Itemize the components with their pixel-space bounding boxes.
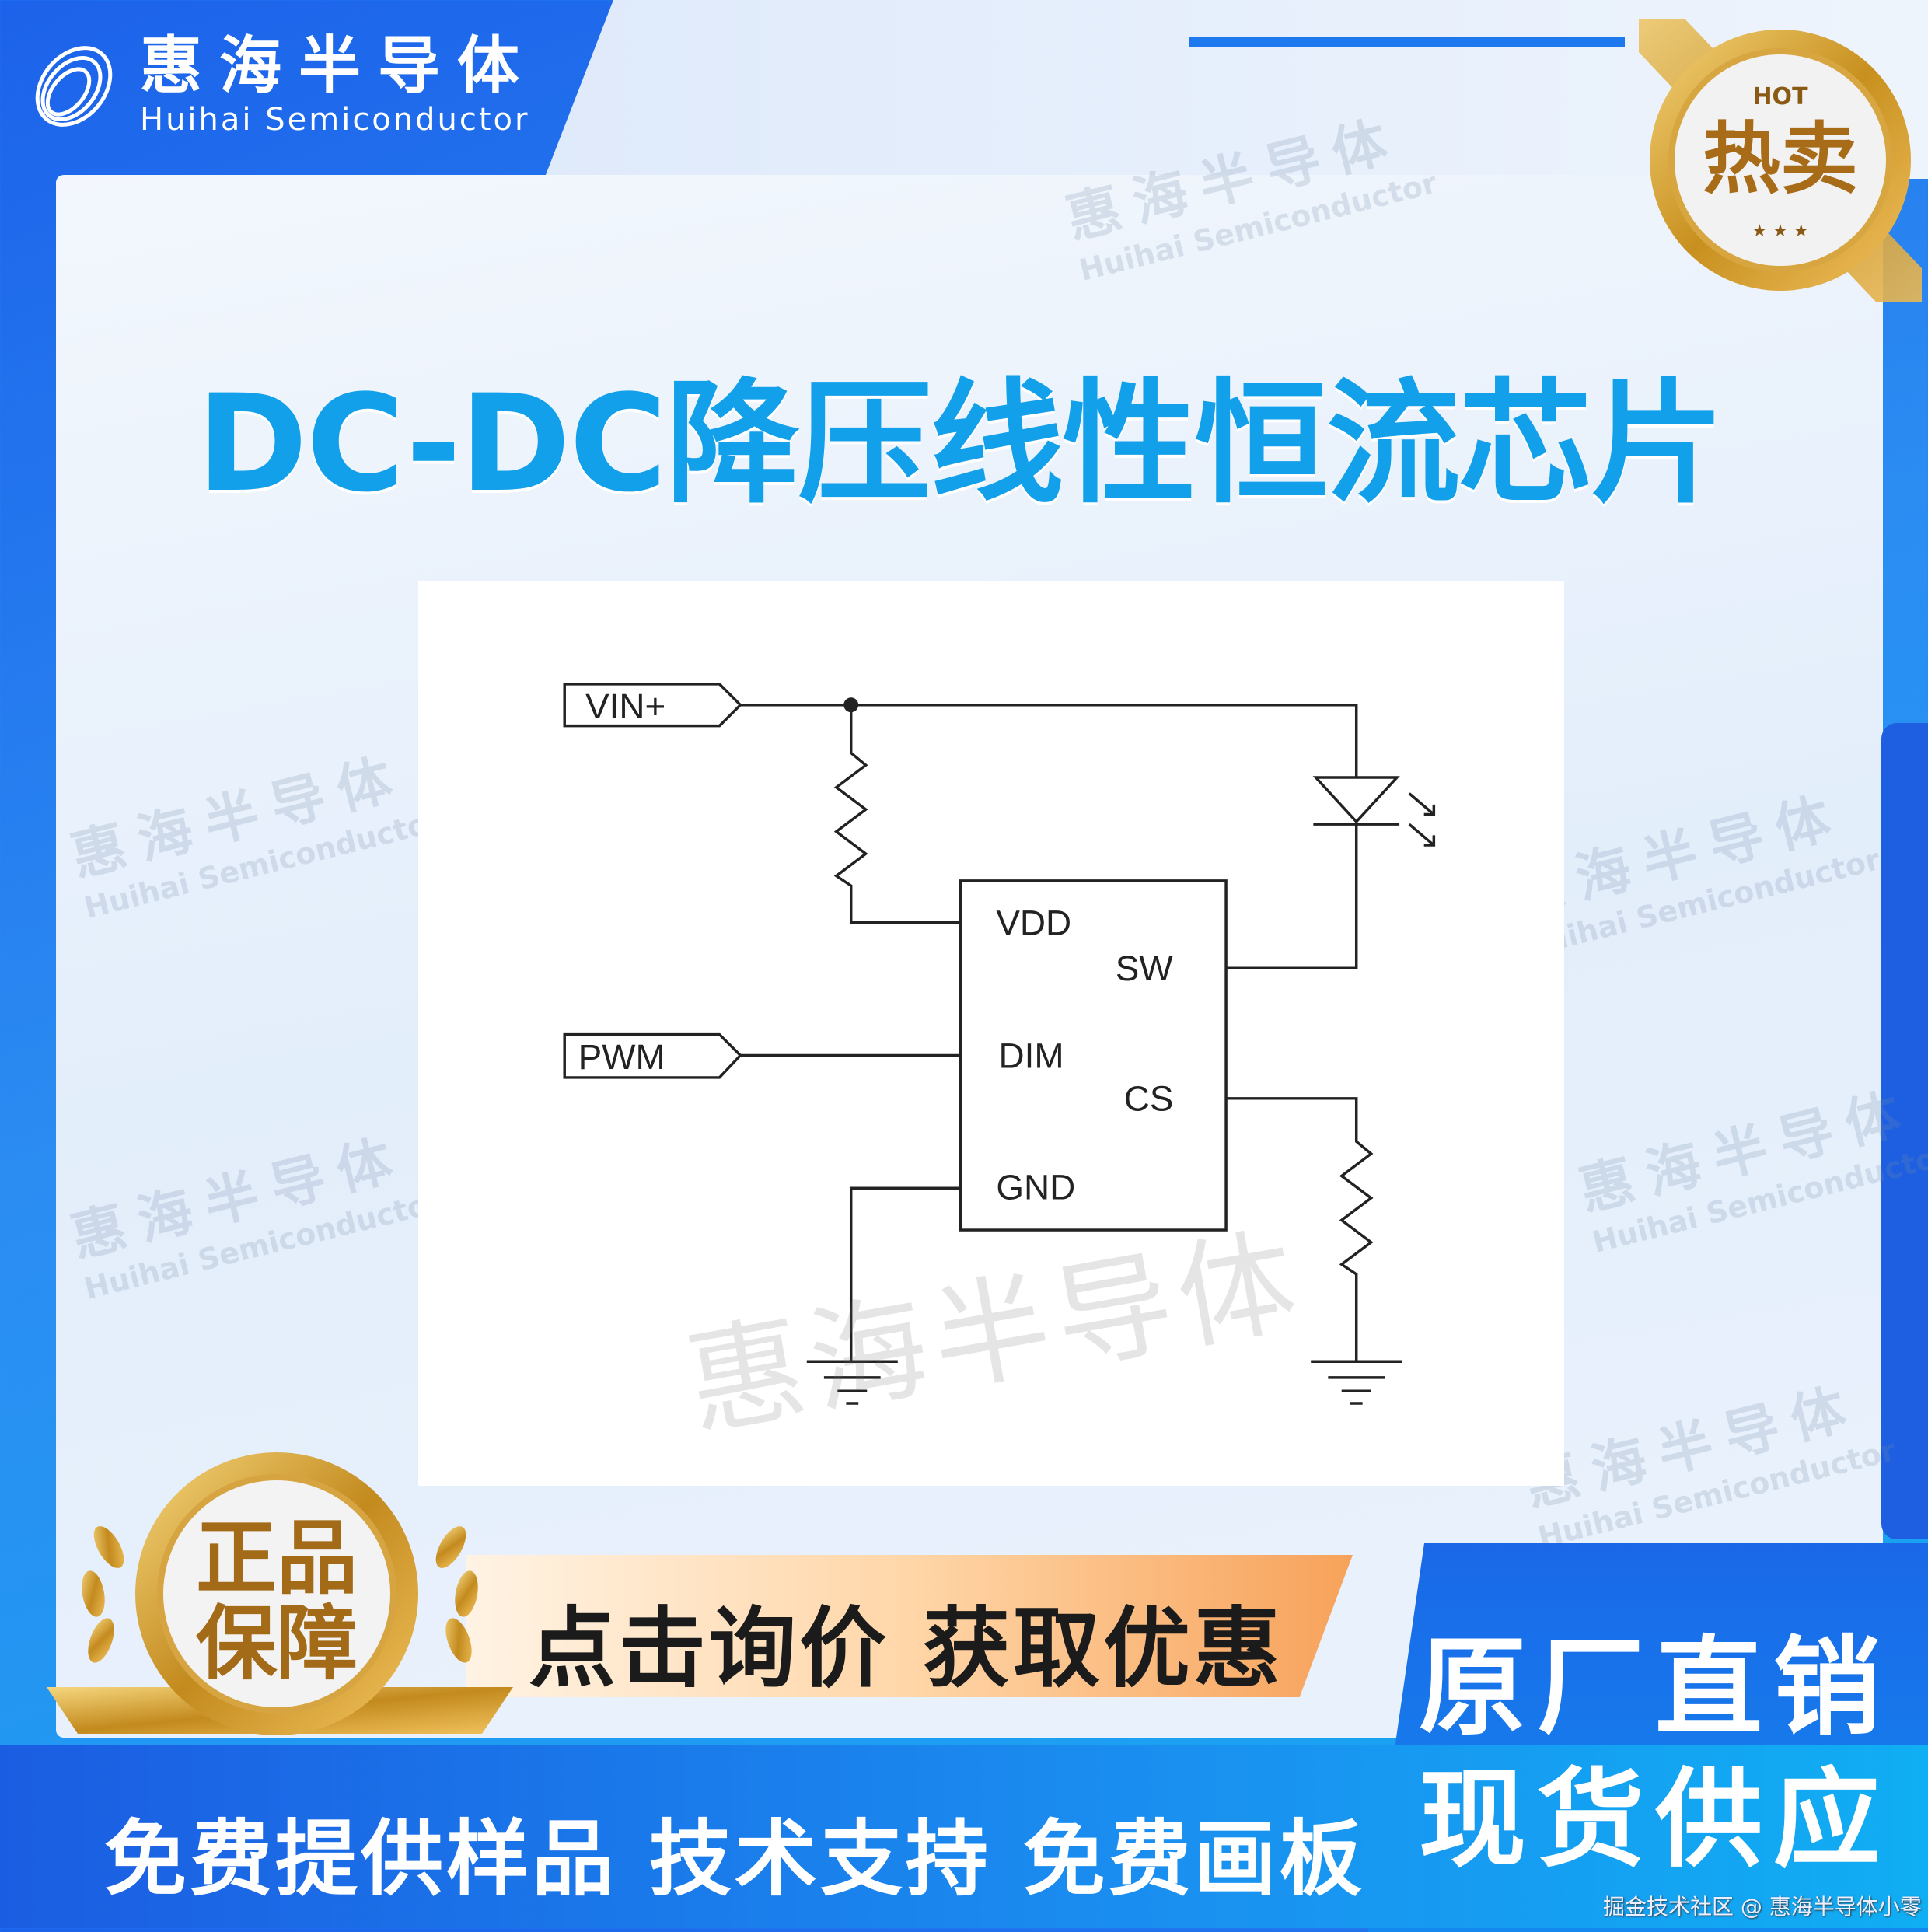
in-stock-text: 现货供应 bbox=[1419, 1757, 1892, 1882]
source-credit: 掘金技术社区 @ 惠海半导体小零 bbox=[1603, 1894, 1922, 1920]
services-text: 免费提供样品 技术支持 免费画板 bbox=[104, 1811, 1365, 1907]
header-line bbox=[1189, 37, 1625, 47]
brand-name-cn: 惠海半导体 bbox=[140, 30, 536, 102]
pin-vdd: VDD bbox=[996, 902, 1071, 942]
authentic-seal: 正品 保障 bbox=[47, 1452, 513, 1735]
vin-label: VIN+ bbox=[585, 686, 665, 726]
pin-gnd: GND bbox=[996, 1167, 1075, 1207]
inquiry-banner[interactable] bbox=[466, 1555, 1353, 1697]
pin-dim: DIM bbox=[998, 1035, 1064, 1075]
circuit-diagram: VIN+ PWM VDD SW DIM CS GND bbox=[418, 581, 1564, 1486]
led-diode-icon bbox=[1312, 776, 1400, 824]
logo-rings-icon bbox=[35, 46, 113, 127]
seal-line1: 正品 bbox=[196, 1511, 358, 1605]
seal-line2: 保障 bbox=[196, 1596, 358, 1691]
side-bar bbox=[1881, 723, 1928, 1539]
page-title: DC-DC降压线性恒流芯片 bbox=[197, 365, 1724, 522]
vdd-resistor bbox=[833, 704, 961, 924]
pin-cs: CS bbox=[1124, 1078, 1174, 1119]
schematic: VIN+ PWM VDD SW DIM CS GND bbox=[563, 683, 1436, 1405]
pin-sw: SW bbox=[1116, 948, 1174, 988]
cs-resistor bbox=[1226, 1097, 1374, 1362]
junction-dot bbox=[844, 697, 859, 713]
vin-wire bbox=[740, 703, 1358, 778]
pwm-label: PWM bbox=[578, 1036, 665, 1077]
laurel-icon bbox=[82, 1526, 478, 1663]
star-icon: ★ ★ ★ bbox=[1752, 222, 1808, 241]
sw-wire bbox=[1226, 824, 1358, 969]
brand-name-en: Huihai Semiconductor bbox=[140, 102, 530, 138]
vin-port bbox=[563, 683, 742, 728]
hot-label: HOT bbox=[1752, 83, 1808, 110]
inquiry-banner-text[interactable]: 点击询价 获取优惠 bbox=[529, 1598, 1284, 1700]
pwm-port bbox=[563, 1032, 742, 1079]
hot-badge: HOT 热卖 ★ ★ ★ bbox=[1639, 19, 1922, 302]
brand-logo: 惠海半导体 Huihai Semiconductor bbox=[23, 35, 536, 138]
gnd-wire bbox=[849, 1186, 961, 1362]
hot-cn-label: 热卖 bbox=[1703, 114, 1858, 204]
direct-sales-text: 原厂直销 bbox=[1419, 1625, 1892, 1750]
bottom-band bbox=[0, 1745, 1928, 1928]
